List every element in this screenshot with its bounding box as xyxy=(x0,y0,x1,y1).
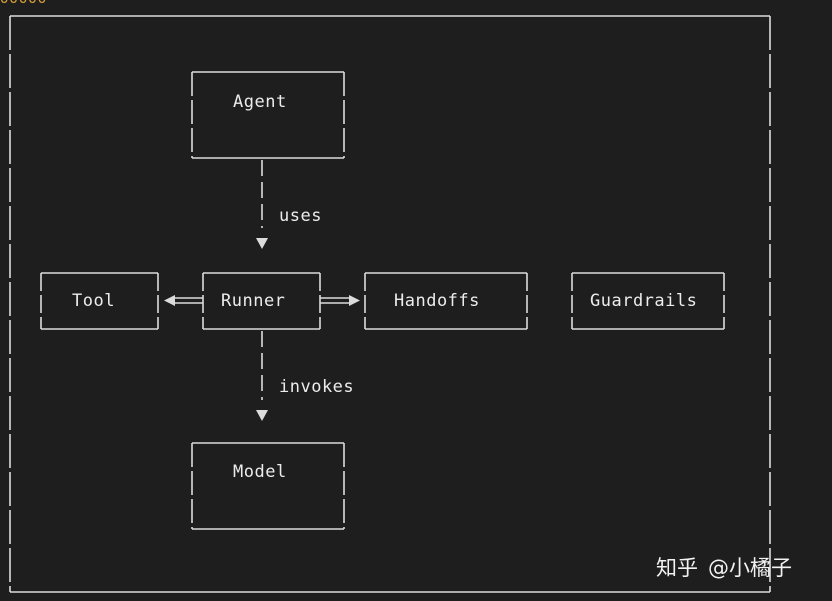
node-runner-label: Runner xyxy=(221,291,286,311)
top-glyph: ooooo xyxy=(0,0,47,7)
handoffs-box xyxy=(364,272,528,330)
model-box xyxy=(191,442,345,530)
watermark: 知乎 @小橘子 xyxy=(656,552,792,582)
node-guardrails-label: Guardrails xyxy=(590,291,698,311)
arrowhead-down-agent xyxy=(256,238,268,249)
edge-uses-label: uses xyxy=(279,206,322,226)
node-model-label: Model xyxy=(233,462,287,482)
arrowhead-down-model xyxy=(256,410,268,421)
arrowhead-left-tool xyxy=(164,295,175,306)
tool-box xyxy=(40,272,159,330)
node-agent-label: Agent xyxy=(233,92,287,112)
watermark-handle: @小橘子 xyxy=(708,556,792,580)
node-handoffs-label: Handoffs xyxy=(394,291,480,311)
runner-tool-arrow xyxy=(174,297,203,304)
node-tool-label: Tool xyxy=(72,291,115,311)
edge-invokes-label: invokes xyxy=(279,377,355,397)
outer-frame xyxy=(9,15,771,593)
watermark-brand: 知乎 xyxy=(656,556,698,580)
runner-handoffs-arrow xyxy=(320,297,350,304)
agent-box xyxy=(191,71,345,159)
guardrails-box xyxy=(571,272,725,330)
runner-box xyxy=(202,272,321,330)
arrowhead-right-handoffs xyxy=(349,295,360,306)
